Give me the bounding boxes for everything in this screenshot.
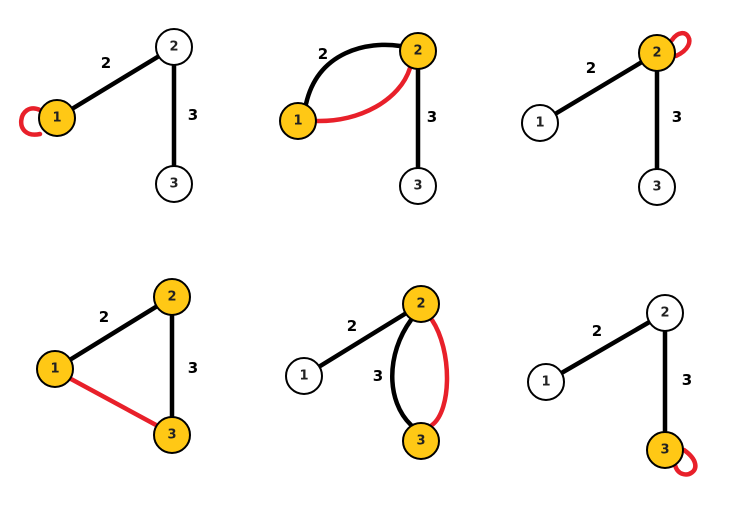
edge-weight-label: 2 [318,45,328,63]
self-loop-edge [672,447,698,477]
graph-6: 2 3 1 2 3 [527,294,698,477]
node-1: 1 [521,104,559,142]
node-circle [153,278,191,316]
node-circle [646,431,684,469]
edge-weight-label: 2 [592,322,602,340]
node-3: 3 [638,168,676,206]
node-label: 1 [50,362,59,377]
node-1: 1 [285,357,323,395]
node-label: 2 [169,40,178,55]
self-loop-edge [669,31,692,59]
node-circle [155,165,193,203]
node-1: 1 [527,363,565,401]
edge-weight-label: 3 [188,359,198,377]
node-circle [638,34,676,72]
selected-edge [429,317,450,428]
node-circle [402,422,440,460]
node-label: 3 [660,443,669,458]
node-2: 2 [153,278,191,316]
edge-1-2 [301,301,424,379]
node-label: 1 [52,111,61,126]
node-label: 1 [535,116,544,131]
graph-1: 2 3 1 2 3 [19,28,198,203]
node-2: 2 [155,28,193,66]
node-label: 3 [416,434,425,449]
edge-weight-label: 3 [427,108,437,126]
graph-5: 2 3 1 2 3 [285,285,450,460]
node-circle [153,416,191,454]
edge-1-2 [52,294,175,372]
edge-1-2 [537,50,660,126]
node-circle [36,350,74,388]
node-1: 1 [38,99,76,137]
edge-1-2 [54,44,177,121]
node-3: 3 [402,422,440,460]
node-3: 3 [153,416,191,454]
node-label: 3 [167,428,176,443]
graph-3: 2 3 1 2 3 [521,31,692,206]
node-label: 2 [413,44,422,59]
edge-weight-label: 3 [373,367,383,385]
node-circle [155,28,193,66]
edge-2-3 [390,317,414,428]
node-1: 1 [36,350,74,388]
edge-weight-label: 2 [347,317,357,335]
node-label: 2 [167,290,176,305]
node-2: 2 [646,294,684,332]
edge-1-2 [543,310,668,385]
node-circle [285,357,323,395]
node-label: 1 [541,375,550,390]
edge-weight-label: 3 [682,371,692,389]
node-circle [638,168,676,206]
node-circle [38,99,76,137]
node-2: 2 [399,32,437,70]
node-label: 3 [169,177,178,192]
node-label: 3 [652,180,661,195]
node-circle [521,104,559,142]
node-3: 3 [646,431,684,469]
node-3: 3 [155,165,193,203]
node-circle [527,363,565,401]
node-1: 1 [279,102,317,140]
edge-weight-label: 3 [188,106,198,124]
graph-4: 2 3 1 2 3 [36,278,198,454]
node-circle [399,32,437,70]
node-label: 3 [413,179,422,194]
selected-edge [313,65,413,124]
edge-weight-label: 2 [101,54,111,72]
node-label: 1 [299,369,308,384]
node-label: 2 [416,297,425,312]
edge-weight-label: 2 [586,59,596,77]
graph-2: 2 3 1 2 3 [279,32,437,205]
selected-edge [68,376,159,428]
node-circle [402,285,440,323]
edge-1-2 [303,42,403,107]
edge-weight-label: 3 [672,108,682,126]
node-label: 2 [652,46,661,61]
node-circle [279,102,317,140]
node-2: 2 [638,34,676,72]
edge-weight-label: 2 [99,308,109,326]
node-3: 3 [399,167,437,205]
node-circle [399,167,437,205]
node-label: 1 [293,114,302,129]
node-circle [646,294,684,332]
self-loop-edge [19,106,43,137]
node-2: 2 [402,285,440,323]
node-label: 2 [660,306,669,321]
